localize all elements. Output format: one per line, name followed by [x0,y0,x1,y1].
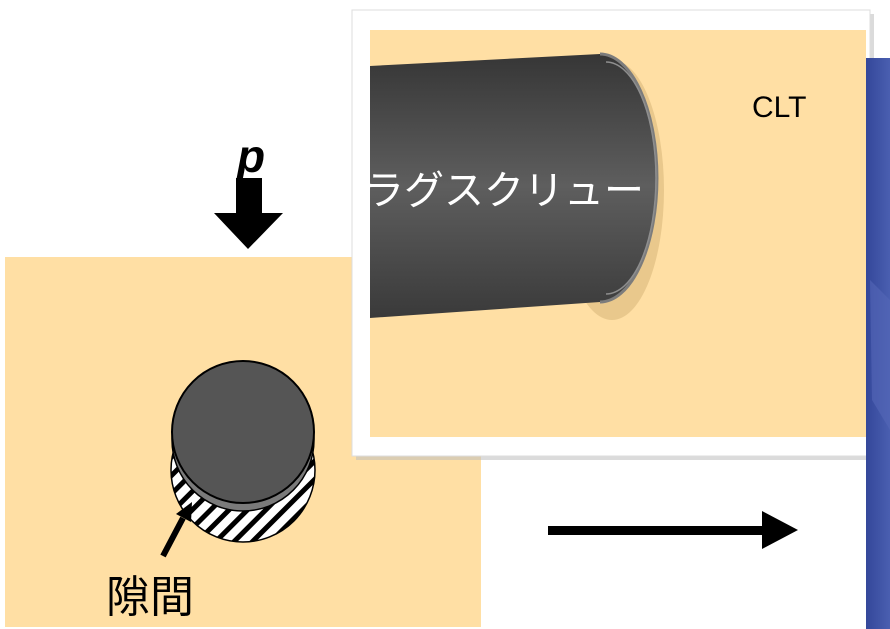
transition-arrow-head [762,511,798,549]
gap-pointer-shaft [160,516,186,558]
gap-pointer-head [176,502,192,522]
screw-cross-section [171,360,315,504]
transition-arrow [548,511,798,549]
inset-panel: ラグスクリュー CLT [351,9,874,460]
load-arrow-down [214,178,283,249]
lag-screw-label: ラグスクリュー [364,168,644,214]
transition-arrow-shaft [548,526,766,535]
lag-screw-end-rim [599,52,659,304]
gap-label: 隙間 [106,572,194,623]
lag-screw-end-highlight [605,61,657,295]
lag-screw-body [370,54,657,318]
side-panel-highlight [870,280,890,430]
clt-label: CLT [752,91,806,124]
gap-pointer-arrow [160,502,192,558]
load-label: p [235,130,265,182]
